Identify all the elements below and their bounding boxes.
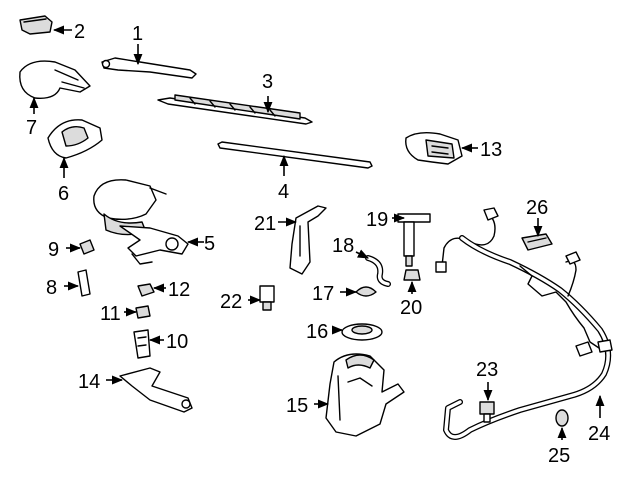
part-23-nozzle [479, 401, 495, 423]
callout-11: 11 [100, 303, 121, 325]
callout-3: 3 [262, 71, 273, 93]
part-14-linkage-arm [119, 367, 193, 413]
callout-13: 13 [480, 139, 502, 161]
callout-15: 15 [286, 395, 308, 417]
part-8-clip [77, 269, 91, 297]
callout-2: 2 [74, 21, 85, 43]
part-3-wiper-blade [157, 94, 313, 125]
callout-20: 20 [400, 297, 422, 319]
part-11-bushing [135, 305, 151, 319]
callout-9: 9 [48, 239, 59, 261]
callout-7: 7 [26, 117, 37, 139]
callout-10: 10 [166, 331, 188, 353]
part-1-wiper-arm [101, 57, 197, 79]
callout-21: 21 [254, 213, 276, 235]
part-15-reservoir [325, 353, 405, 437]
callout-17: 17 [312, 283, 334, 305]
callout-12: 12 [168, 279, 190, 301]
callout-19: 19 [366, 209, 388, 231]
part-12-nut [137, 283, 155, 297]
part-7-motor-cover [19, 60, 91, 99]
callout-22: 22 [220, 291, 242, 313]
part-24-harness-hose [435, 207, 613, 440]
callout-8: 8 [46, 277, 57, 299]
leader-18 [355, 249, 370, 259]
callout-14: 14 [78, 371, 100, 393]
part-21-bracket [289, 205, 327, 275]
part-4-blade-insert [217, 141, 373, 169]
part-10-bracket [133, 329, 151, 359]
callout-26: 26 [526, 197, 548, 219]
part-20-grommet [403, 269, 421, 281]
callout-1: 1 [132, 23, 143, 45]
callout-6: 6 [58, 183, 69, 205]
part-25-grommet [555, 409, 569, 427]
callout-4: 4 [278, 181, 289, 203]
callout-18: 18 [332, 235, 354, 257]
callout-16: 16 [306, 321, 328, 343]
callout-23: 23 [476, 359, 498, 381]
part-17-nut [355, 286, 377, 297]
part-9-grommet [79, 239, 95, 255]
callout-24: 24 [588, 423, 610, 445]
part-6-cover [47, 119, 103, 159]
part-26-connector [521, 233, 553, 251]
part-5-motor-linkage [93, 179, 189, 265]
part-13-rear-motor [405, 131, 463, 165]
part-22-pump [259, 285, 275, 311]
part-16-seal [341, 323, 383, 341]
callout-25: 25 [548, 445, 570, 467]
part-2-cap [19, 15, 53, 35]
callout-5: 5 [204, 233, 215, 255]
part-18-hose [365, 255, 391, 287]
part-19-pump [397, 213, 431, 267]
